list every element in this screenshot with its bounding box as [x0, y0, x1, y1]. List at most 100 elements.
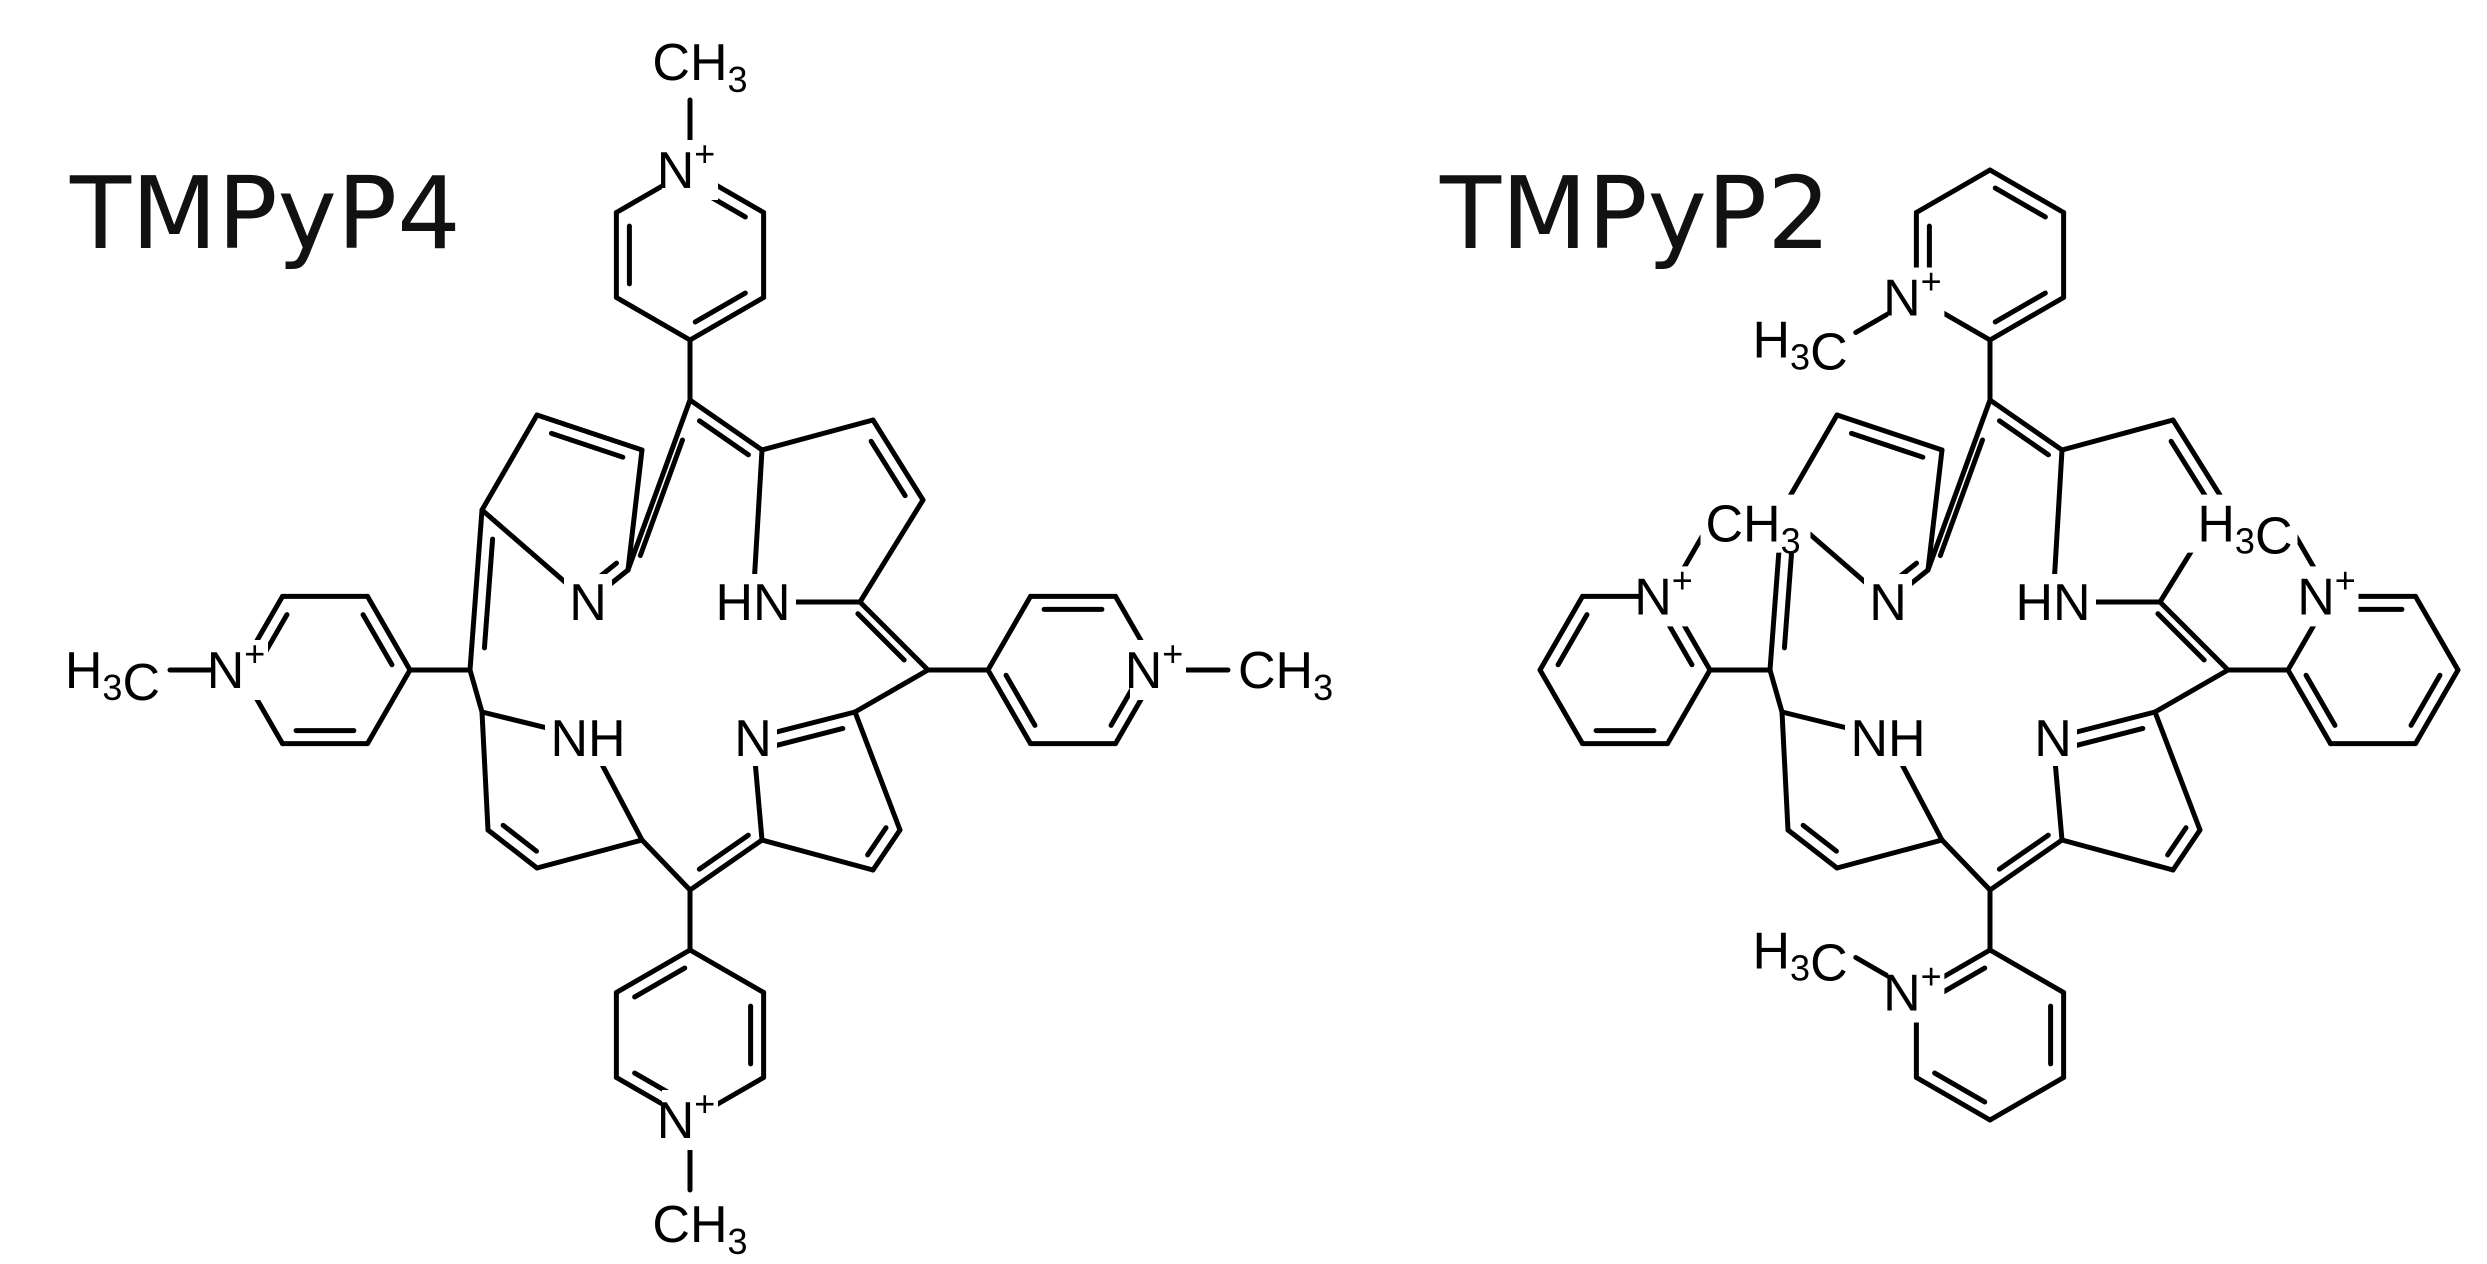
- pyridine-bond: [985, 667, 1033, 747]
- label-mask: [710, 574, 796, 630]
- pyridine-bond: [985, 593, 1033, 673]
- meso-bond: [467, 667, 485, 715]
- label-mask: [1639, 566, 1696, 627]
- pyridine-double-bond: [1932, 1070, 1988, 1105]
- meso-double-bond: [1996, 418, 2051, 458]
- label-mask: [2187, 494, 2298, 553]
- label-mask: [645, 33, 755, 91]
- meso-double-bond: [696, 832, 751, 872]
- pyrrole-double-bond: [865, 825, 889, 858]
- pyridine-bond: [2413, 593, 2461, 673]
- meso-double-bond: [855, 611, 907, 663]
- meso-double-bond: [1781, 536, 1796, 651]
- pyrrole-bond: [534, 837, 645, 871]
- label-mask: [2302, 566, 2359, 627]
- meso-bond: [687, 837, 765, 893]
- pyridine-double-bond: [1555, 612, 1590, 668]
- meso-bond: [2157, 599, 2231, 673]
- pyrrole-double-bond: [1848, 430, 1926, 460]
- pyridine-bond: [687, 947, 767, 995]
- pyridinium-nitrogen-label: N+: [207, 633, 266, 700]
- meso-bond: [467, 507, 485, 673]
- meso-bond: [687, 397, 765, 453]
- pyrrole-double-bond: [770, 725, 846, 749]
- pyridine-double-bond: [2303, 672, 2338, 728]
- pyrrole-bond: [479, 412, 540, 513]
- molecule-title-tmpyp4: TMPyP4: [69, 155, 461, 272]
- pyrrole-bond: [2059, 417, 2176, 453]
- pyrrole-bond: [1785, 827, 1840, 871]
- meso-bond: [852, 667, 931, 715]
- pyridinium-nitrogen-label: N+: [657, 133, 716, 200]
- methyl-label: CH3: [1706, 496, 1801, 562]
- pyridine-bond: [1987, 167, 2067, 215]
- pyrrole-bond: [625, 447, 645, 573]
- label-mask: [564, 574, 612, 630]
- pyrrole-bond: [852, 709, 903, 833]
- pyridine-bond: [687, 295, 767, 343]
- pyridine-bond: [1987, 947, 2067, 995]
- meso-bond: [1987, 837, 2065, 893]
- label-mask: [1700, 494, 1811, 553]
- pyrrole-double-bond: [1800, 822, 1839, 854]
- label-mask: [1864, 574, 1912, 630]
- pyrrole-double-bond: [548, 430, 626, 460]
- meso-bond: [639, 837, 693, 893]
- methyl-label: H3C: [2197, 496, 2292, 566]
- pyridine-bond: [1987, 1075, 2067, 1123]
- label-mask: [2029, 710, 2077, 766]
- methyl-bond: [1853, 955, 1895, 981]
- ring-nitrogen-label: N: [2034, 710, 2072, 768]
- meso-bond: [1987, 397, 2065, 453]
- label-mask: [55, 641, 165, 699]
- pyridine-double-bond: [1003, 672, 1038, 728]
- pyridine-bond: [613, 947, 693, 995]
- methyl-label: CH3: [652, 34, 747, 100]
- pyrrole-bond: [870, 827, 903, 873]
- methyl-label: CH3: [652, 1196, 747, 1262]
- pyrrole-bond: [1834, 412, 1945, 453]
- pyrrole-bond: [759, 837, 876, 873]
- pyridine-bond: [1537, 667, 1585, 747]
- pyrrole-bond: [2170, 827, 2203, 873]
- meso-double-bond: [1996, 832, 2051, 872]
- pyridine-bond: [613, 295, 693, 343]
- label-mask: [645, 1195, 755, 1253]
- meso-double-bond: [637, 437, 685, 559]
- pyrrole-bond: [2059, 837, 2176, 873]
- pyrrole-double-bond: [500, 822, 539, 854]
- pyrrole-bond: [1925, 447, 1945, 573]
- pyrrole-bond: [1779, 412, 1840, 513]
- pyridine-double-bond: [632, 965, 688, 1000]
- meso-bond: [1767, 667, 1785, 715]
- meso-double-bond: [2155, 611, 2207, 663]
- pyrrole-bond: [485, 827, 540, 871]
- pyridinium-nitrogen-label: N+: [1125, 633, 1184, 700]
- molecule-title-tmpyp2: TMPyP2: [1439, 155, 1831, 272]
- methyl-label: H3C: [65, 642, 160, 712]
- label-mask: [212, 640, 268, 700]
- label-mask: [1233, 641, 1343, 699]
- pyridine-double-bond: [360, 612, 395, 668]
- pyrrole-double-bond: [2070, 725, 2146, 749]
- label-mask: [1888, 267, 1945, 328]
- meso-double-bond: [481, 536, 496, 651]
- pyrrole-bond: [2152, 709, 2203, 833]
- label-mask: [662, 140, 718, 200]
- pyridinium-nitrogen-label: N+: [1634, 559, 1693, 626]
- meso-bond: [625, 397, 693, 573]
- meso-double-bond: [696, 418, 751, 458]
- pyridinium-nitrogen-label: N+: [2297, 559, 2356, 626]
- methyl-label: H3C: [1752, 923, 1847, 993]
- ring-nitrogen-label: N: [569, 574, 607, 632]
- pyrrole-bond: [479, 709, 491, 833]
- ring-nitrogen-label: N: [1869, 574, 1907, 632]
- label-mask: [1742, 921, 1853, 980]
- pyridinium-nitrogen-label: N+: [1883, 261, 1942, 328]
- pyridinium-nitrogen-label: N+: [1883, 956, 1942, 1023]
- pyridine-bond: [1665, 667, 1713, 747]
- meso-bond: [857, 599, 931, 673]
